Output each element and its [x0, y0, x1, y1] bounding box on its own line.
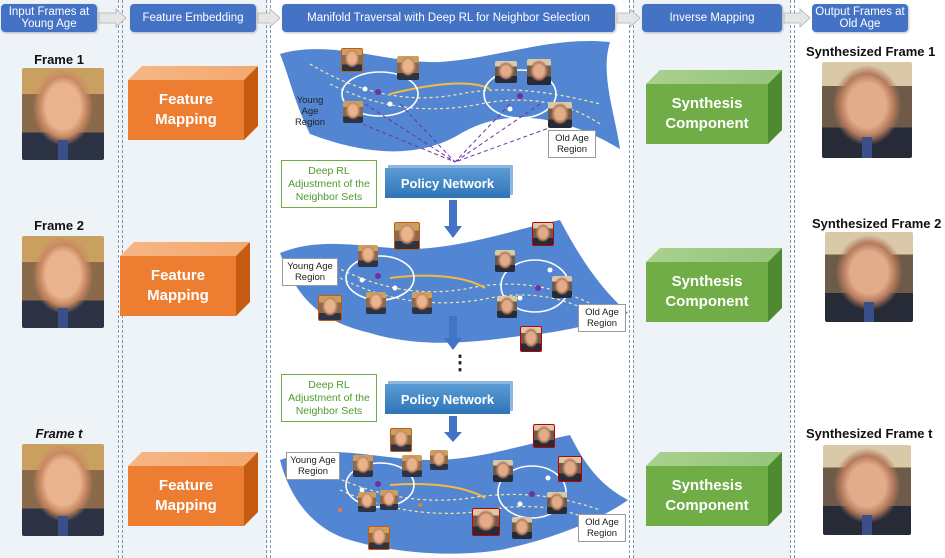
neighbor-face-icon	[402, 455, 422, 477]
input-frame-image-2	[22, 236, 104, 328]
separator	[633, 0, 634, 558]
output-label-t: Synthesized Frame t	[806, 426, 933, 441]
frame-label-t: Frame t	[35, 426, 83, 441]
neighbor-face-icon	[318, 295, 342, 321]
neighbor-face-icon	[472, 508, 500, 536]
arrow-right-icon	[98, 8, 127, 28]
neighbor-face-icon	[358, 492, 376, 512]
neighbor-face-icon	[512, 517, 532, 539]
separator	[118, 0, 119, 558]
header-input-frames: Input Frames at Young Age	[1, 4, 97, 32]
rl-adjustment-box-2: Deep RL Adjustment of the Neighbor Sets	[281, 374, 377, 422]
arrow-down-icon	[444, 200, 462, 238]
arrow-down-icon	[444, 316, 462, 350]
output-label-1: Synthesized Frame 1	[806, 44, 936, 59]
neighbor-face-icon	[548, 102, 572, 128]
neighbor-face-icon	[430, 450, 448, 470]
frame-label-2: Frame 2	[34, 218, 84, 233]
ellipsis: ⋮	[450, 352, 470, 374]
neighbor-face-icon	[520, 326, 542, 352]
synthesis-box-t: Synthesis Component	[646, 452, 782, 526]
neighbor-face-icon	[497, 296, 517, 318]
output-frame-image-1	[822, 62, 912, 158]
neighbor-face-icon	[493, 460, 513, 482]
feature-mapping-box-2: Feature Mapping	[120, 242, 250, 316]
neighbor-face-icon	[341, 48, 363, 72]
arrow-right-icon	[783, 8, 811, 28]
separator	[790, 0, 791, 558]
output-label-2: Synthesized Frame 2	[812, 216, 942, 231]
neighbor-face-icon	[397, 56, 419, 80]
separator	[270, 0, 271, 558]
old-region-label: Old Age Region	[578, 514, 626, 542]
neighbor-face-icon	[495, 250, 515, 272]
neighbor-face-icon	[368, 526, 390, 550]
input-frame-image-1	[22, 68, 104, 160]
input-frame-image-t	[22, 444, 104, 536]
neighbor-face-icon	[343, 101, 363, 123]
header-feature-embedding: Feature Embedding	[130, 4, 256, 32]
output-frame-image-t	[823, 445, 911, 535]
old-region-label: Old Age Region	[578, 304, 626, 332]
separator	[794, 0, 795, 558]
output-frame-image-2	[825, 232, 913, 322]
neighbor-face-icon	[552, 276, 572, 298]
neighbor-face-icon	[358, 245, 378, 267]
neighbor-face-icon	[412, 292, 432, 314]
neighbor-face-icon	[547, 492, 567, 514]
young-region-label: Young Age Region	[282, 258, 338, 286]
arrow-down-icon	[444, 416, 462, 442]
old-region-label: Old Age Region	[548, 130, 596, 158]
neighbor-face-icon	[558, 456, 582, 482]
neighbor-face-icon	[366, 292, 386, 314]
neighbor-face-icon	[390, 428, 412, 452]
arrow-right-icon	[616, 8, 641, 28]
feature-mapping-box-t: Feature Mapping	[128, 452, 258, 526]
neighbor-face-icon	[394, 222, 420, 250]
neighbor-face-icon	[527, 59, 551, 85]
header-inverse-mapping: Inverse Mapping	[642, 4, 782, 32]
neighbor-face-icon	[353, 455, 373, 477]
header-arrows	[98, 8, 811, 28]
neighbor-face-icon	[533, 424, 555, 448]
young-region-label: Young Age Region	[294, 95, 326, 128]
neighbor-face-icon	[532, 222, 554, 246]
separator	[629, 0, 630, 558]
neighbor-face-icon	[380, 490, 398, 510]
frame-label-1: Frame 1	[34, 52, 84, 67]
header-manifold-traversal: Manifold Traversal with Deep RL for Neig…	[282, 4, 615, 32]
header-output-frames: Output Frames at Old Age	[812, 4, 908, 32]
policy-network-2: Policy Network	[385, 384, 510, 414]
synthesis-box-2: Synthesis Component	[646, 248, 782, 322]
rl-adjustment-box-1: Deep RL Adjustment of the Neighbor Sets	[281, 160, 377, 208]
separator	[266, 0, 267, 558]
synthesis-box-1: Synthesis Component	[646, 70, 782, 144]
young-region-label: Young Age Region	[286, 452, 340, 480]
arrow-right-icon	[257, 8, 281, 28]
feature-mapping-box-1: Feature Mapping	[128, 66, 258, 140]
policy-network-1: Policy Network	[385, 168, 510, 198]
neighbor-face-icon	[495, 61, 517, 83]
